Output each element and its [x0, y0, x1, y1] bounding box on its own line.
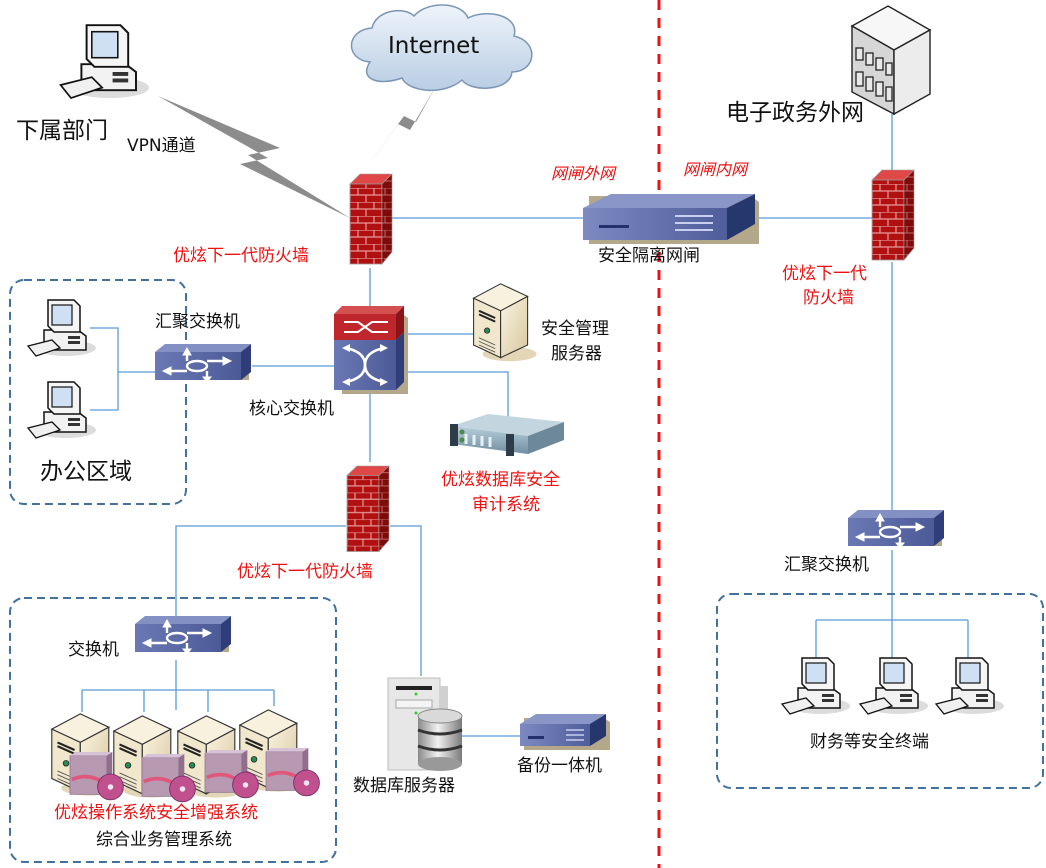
link-fwmid-bottom	[175, 525, 346, 618]
backup-appliance-icon	[520, 714, 610, 750]
links	[81, 113, 969, 737]
gateway-label: 安全隔离网闸	[598, 246, 700, 266]
audit-label-line2: 审计系统	[472, 495, 540, 515]
finance-computer-3-icon	[935, 657, 1005, 715]
zone-business	[9, 597, 337, 863]
link-core-audit	[404, 371, 509, 418]
db-server-label: 数据库服务器	[353, 776, 455, 796]
branch-computer-icon	[59, 24, 150, 99]
link-agg-finance	[815, 550, 969, 660]
finance-computer-1-icon	[781, 657, 851, 715]
finance-terminals-label: 财务等安全终端	[810, 732, 929, 752]
zone-finance	[716, 593, 1044, 789]
agg-switch-right-icon	[846, 508, 946, 550]
mgmt-server-label-line2: 服务器	[551, 344, 602, 364]
fw-top-label: 优炫下一代防火墙	[173, 246, 309, 266]
office-computer-2-icon	[27, 381, 97, 439]
fw-mid-label: 优炫下一代防火墙	[237, 562, 373, 582]
fw-right-label-line2: 防火墙	[803, 288, 854, 308]
finance-computer-2-icon	[859, 657, 929, 715]
link-fwmid-db	[390, 525, 422, 676]
mgmt-server-label-line1: 安全管理	[541, 319, 609, 339]
core-switch-icon	[334, 306, 408, 394]
vpn-lightning-icon	[158, 96, 350, 218]
gap-outer-label: 网闸外网	[551, 164, 616, 183]
egov-building-icon	[850, 5, 932, 116]
internet-lightning-icon	[360, 86, 436, 176]
firewall-mid-icon	[346, 465, 390, 552]
link-office-agg	[90, 327, 158, 411]
audit-appliance-icon	[450, 414, 564, 456]
internet-label: Internet	[388, 33, 480, 59]
audit-label-line1: 优炫数据库安全	[441, 470, 560, 490]
gap-inner-label: 网闸内网	[683, 160, 748, 179]
core-switch-label: 核心交换机	[249, 399, 334, 419]
vpn-label: VPN通道	[127, 136, 196, 156]
branch-label: 下属部门	[16, 118, 108, 144]
backup-label: 备份一体机	[517, 756, 602, 776]
switch-bottom-icon	[133, 614, 233, 656]
office-computer-1-icon	[27, 299, 97, 357]
switch-bottom-label: 交换机	[68, 640, 119, 660]
egov-label: 电子政务外网	[726, 100, 864, 126]
firewall-top-icon	[349, 173, 393, 265]
zone-office	[9, 279, 187, 505]
os-security-label: 优炫操作系统安全增强系统	[54, 803, 258, 823]
gateway-appliance-icon	[583, 194, 759, 244]
fw-right-label-line1: 优炫下一代	[782, 264, 867, 284]
agg-switch-left-icon	[153, 342, 253, 384]
biz-system-label: 综合业务管理系统	[96, 830, 232, 850]
agg-switch-right-label: 汇聚交换机	[784, 555, 869, 575]
database-server-icon	[387, 677, 463, 771]
agg-switch-left-label: 汇聚交换机	[155, 312, 240, 332]
os-software-box-4-icon	[264, 746, 322, 798]
office-zone-label: 办公区域	[40, 459, 132, 485]
link-switch-servers	[81, 660, 275, 712]
internet-cloud-icon	[350, 4, 533, 92]
firewall-right-icon	[871, 169, 915, 261]
mgmt-server-icon	[472, 282, 538, 363]
